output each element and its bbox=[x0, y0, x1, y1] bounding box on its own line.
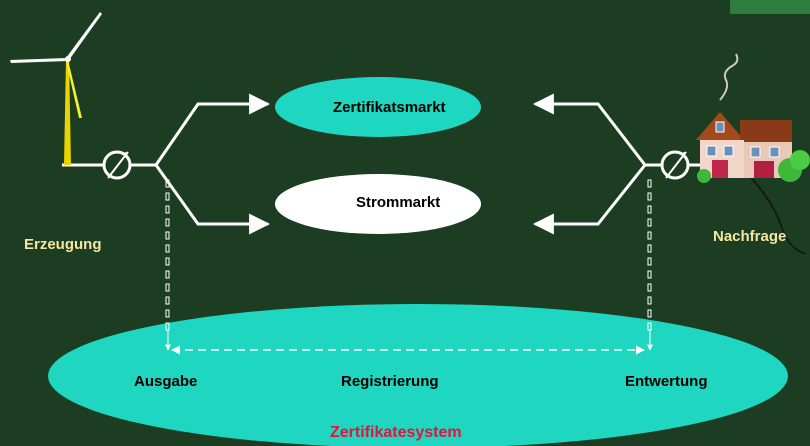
registration-label: Registrierung bbox=[341, 373, 439, 390]
power-market-label: Strommarkt bbox=[356, 194, 441, 211]
dashed-connector-right bbox=[647, 179, 652, 331]
left-flow-lines bbox=[62, 93, 271, 235]
cancellation-label: Entwertung bbox=[625, 373, 708, 390]
system-label: Zertifikatesystem bbox=[330, 424, 462, 441]
power-market-ellipse bbox=[275, 174, 481, 234]
generation-label: Erzeugung bbox=[24, 236, 102, 253]
system-ellipse bbox=[48, 304, 788, 446]
demand-label: Nachfrage bbox=[713, 228, 787, 245]
house-icon bbox=[696, 53, 810, 255]
meter-icon bbox=[102, 150, 132, 180]
certificate-market-ellipse bbox=[275, 77, 481, 137]
corner-badge bbox=[730, 0, 810, 14]
wind-turbine-icon bbox=[10, 12, 102, 165]
meter-icon bbox=[660, 150, 690, 180]
issue-label: Ausgabe bbox=[134, 373, 198, 390]
dashed-connector-left bbox=[165, 179, 170, 331]
certificate-market-label: Zertifikatsmarkt bbox=[333, 99, 446, 116]
